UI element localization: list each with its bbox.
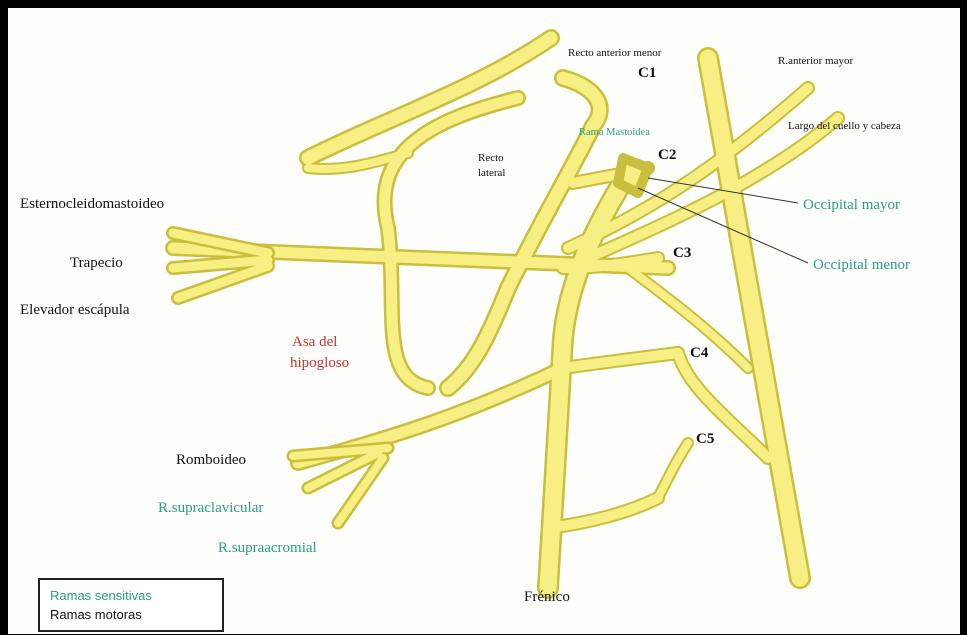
- root-c5: C5: [696, 432, 714, 447]
- label-recto-anterior-menor: Recto anterior menor: [568, 48, 661, 59]
- label-recto-lateral-1: Recto: [478, 153, 504, 164]
- label-frenico: Frénico: [524, 590, 570, 605]
- nerve-outlines: [173, 38, 838, 588]
- label-asa-1: Asa del: [292, 335, 337, 350]
- legend-box: Ramas sensitivas Ramas motoras: [38, 578, 224, 632]
- legend-sensitive: Ramas sensitivas: [50, 588, 152, 603]
- label-rama-mastoidea: Rama Mastoidea: [579, 128, 650, 139]
- muscle-branch-fan-upper: [173, 233, 268, 298]
- label-r-supraacromial: R.supraacromial: [218, 541, 317, 556]
- label-romboideo: Romboideo: [176, 453, 246, 468]
- nerve-drawing: [8, 8, 960, 634]
- diagram-canvas: C1 C2 C3 C4 C5 Recto anterior menor R.an…: [8, 8, 960, 634]
- c2-ganglion: [618, 158, 648, 193]
- legend-motor: Ramas motoras: [50, 607, 142, 622]
- label-occipital-menor: Occipital menor: [813, 258, 910, 273]
- root-c1: C1: [638, 66, 656, 81]
- label-asa-2: hipogloso: [290, 356, 349, 371]
- label-r-supraclavicular: R.supraclavicular: [158, 501, 263, 516]
- label-elevador-escapula: Elevador escápula: [20, 303, 130, 318]
- root-c2: C2: [658, 148, 676, 163]
- label-esternocleidomastoideo: Esternocleidomastoideo: [20, 197, 164, 212]
- root-c3: C3: [673, 246, 691, 261]
- label-recto-lateral-2: lateral: [478, 168, 505, 179]
- label-r-anterior-mayor: R.anterior mayor: [778, 56, 853, 67]
- label-largo-cuello: Largo del cuello y cabeza: [788, 121, 901, 132]
- label-trapecio: Trapecio: [70, 256, 123, 271]
- root-c4: C4: [690, 346, 708, 361]
- label-occipital-mayor: Occipital mayor: [803, 198, 900, 213]
